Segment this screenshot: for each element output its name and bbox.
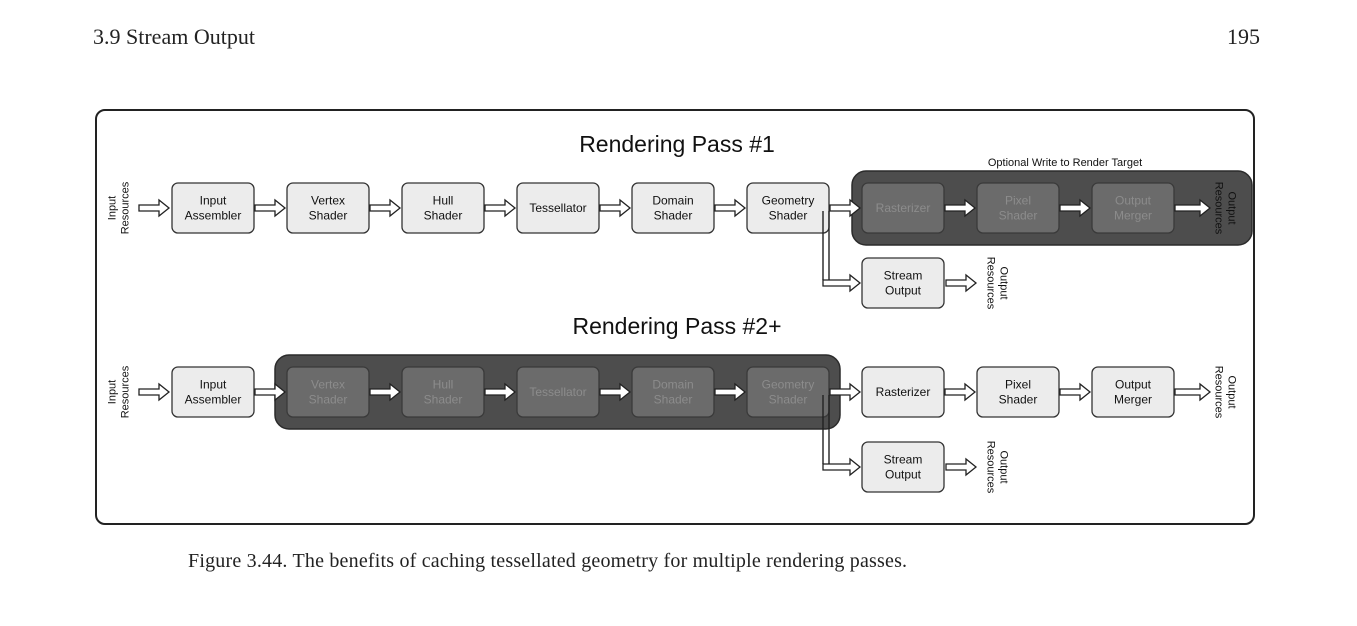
pass2-arrow-0 <box>254 382 287 402</box>
pass2-title: Rendering Pass #2+ <box>572 313 781 339</box>
pass2-stream-output-arrow <box>945 457 978 477</box>
pass2-stage-geometry-shader <box>746 366 830 418</box>
pass1-stream-output-resources-label: OutputResources <box>985 257 1010 310</box>
pass2-stage-tessellator <box>516 366 600 418</box>
pass1-arrow-4 <box>714 198 747 218</box>
pass2-arrow-7 <box>1059 382 1092 402</box>
pass2-arrow-4 <box>714 382 747 402</box>
pass2-stage-rasterizer <box>861 366 945 418</box>
svg-text:InputResources: InputResources <box>107 365 132 418</box>
pass2-arrow-6 <box>944 382 977 402</box>
pass1-arrow-2 <box>484 198 517 218</box>
pass1-stage-vertex-shader <box>286 182 370 234</box>
pass2-stream-branch-arrow <box>822 457 862 477</box>
pass1-title: Rendering Pass #1 <box>579 131 775 157</box>
pass2-stage-pixel-shader <box>976 366 1060 418</box>
pass1-input-arrow <box>138 198 171 218</box>
figure-frame <box>95 109 1255 525</box>
pass2-output-arrow <box>1174 382 1212 402</box>
pass1-arrow-5 <box>829 198 862 218</box>
svg-text:OutputResources: OutputResources <box>985 257 1010 310</box>
pass1-stage-geometry-shader <box>746 182 830 234</box>
section-title: 3.9 Stream Output <box>93 24 255 49</box>
pass1-stage-rasterizer <box>861 182 945 234</box>
pass1-output-resources-label: OutputResources <box>1213 182 1238 235</box>
pass2-stage-label-tessellator: Tessellator <box>529 385 586 399</box>
pass1-stage-output-merger <box>1091 182 1175 234</box>
pass2-arrow-2 <box>484 382 517 402</box>
pass1-output-arrow <box>1174 198 1212 218</box>
pass1-stage-label-rasterizer: Rasterizer <box>876 201 931 215</box>
pass2-arrow-5 <box>829 382 862 402</box>
pass1-stream-output-box <box>861 257 945 309</box>
pass2-stage-domain-shader <box>631 366 715 418</box>
svg-text:OutputResources: OutputResources <box>1213 182 1238 235</box>
pass1-stage-hull-shader <box>401 182 485 234</box>
pass2-stage-output-merger <box>1091 366 1175 418</box>
pass2-stage-vertex-shader <box>286 366 370 418</box>
pass1-stream-branch-arrow <box>822 273 862 293</box>
pass2-stage-label-rasterizer: Rasterizer <box>876 385 931 399</box>
pass1-arrow-0 <box>254 198 287 218</box>
page-number: 195 <box>1227 24 1260 49</box>
pass2-input-arrow <box>138 382 171 402</box>
pass2-stage-input-assembler <box>171 366 255 418</box>
svg-text:OutputResources: OutputResources <box>985 441 1010 494</box>
pass1-stage-domain-shader <box>631 182 715 234</box>
pass2-arrow-1 <box>369 382 402 402</box>
pass1-optional-note: Optional Write to Render Target <box>988 157 1142 169</box>
pass1-arrow-7 <box>1059 198 1092 218</box>
figure-caption: Figure 3.44. The benefits of caching tes… <box>188 550 908 572</box>
pass1-input-resources-label: InputResources <box>107 181 132 234</box>
pass1-arrow-3 <box>599 198 632 218</box>
svg-text:InputResources: InputResources <box>107 181 132 234</box>
pass1-stage-input-assembler <box>171 182 255 234</box>
pass1-stage-pixel-shader <box>976 182 1060 234</box>
pass1-stage-tessellator <box>516 182 600 234</box>
pass2-stream-output-resources-label: OutputResources <box>985 441 1010 494</box>
pass2-output-resources-label: OutputResources <box>1213 366 1238 419</box>
svg-text:OutputResources: OutputResources <box>1213 366 1238 419</box>
pass2-arrow-3 <box>599 382 632 402</box>
pass1-stream-output-arrow <box>945 273 978 293</box>
pass2-stream-output-box <box>861 441 945 493</box>
pass2-stage-hull-shader <box>401 366 485 418</box>
pass1-arrow-1 <box>369 198 402 218</box>
pass1-arrow-6 <box>944 198 977 218</box>
pass1-stage-label-tessellator: Tessellator <box>529 201 586 215</box>
pass2-input-resources-label: InputResources <box>107 365 132 418</box>
